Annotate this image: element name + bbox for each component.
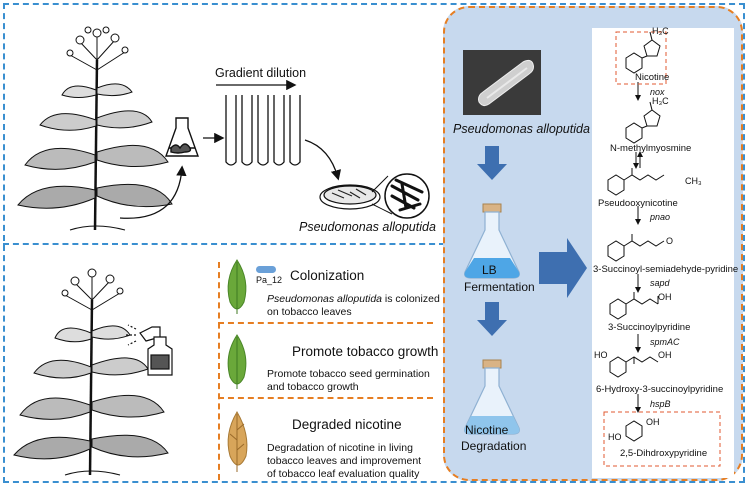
right-arrow	[539, 238, 587, 298]
enzyme-spmac: spmAC	[650, 337, 680, 347]
colonization-title: Colonization	[290, 268, 365, 283]
down-arrow-2	[477, 302, 507, 336]
compound-pseudooxynicotine: Pseudooxynicotine	[598, 198, 678, 209]
green-leaf-icon	[227, 334, 247, 389]
nicotine-flask-label: Nicotine	[465, 423, 509, 437]
isolation-flow	[17, 26, 430, 231]
compound-nicotine: Nicotine	[635, 72, 670, 83]
product-highlight-box	[603, 411, 721, 467]
application-illustration	[13, 268, 173, 476]
acid-oh-label: OH	[658, 292, 672, 302]
myosmine-ch3-label: H₃C	[652, 96, 669, 106]
colonization-organism: Pseudomonas alloputida	[267, 293, 382, 305]
compound-hydroxy-succinoylpyridine: 6-Hydroxy-3-succinoylpyridine	[596, 384, 724, 395]
pyrrolidine-ring	[643, 39, 661, 57]
nicotine-highlight-box	[615, 31, 667, 85]
colonization-desc-line2: on tobacco leaves	[267, 306, 352, 318]
petri-dish-icon	[319, 184, 381, 210]
hydroxy-ho-label: HO	[594, 350, 608, 360]
enzyme-pnao: pnao	[650, 212, 671, 222]
colonization-desc-line1: Pseudomonas alloputida is colonized	[267, 293, 440, 305]
pyridine-ring	[625, 52, 643, 74]
dihydroxy-oh-label: OH	[646, 417, 660, 427]
organism-label-panel: Pseudomonas alloputida	[453, 122, 590, 136]
down-arrow-1	[477, 146, 507, 180]
section-separator	[218, 397, 433, 399]
hydroxy-acid-oh-label: OH	[658, 350, 672, 360]
compound-n-methylmyosmine: N-methylmyosmine	[610, 143, 692, 154]
lb-flask-icon	[464, 203, 520, 279]
lb-label: LB	[482, 263, 497, 277]
sem-micrograph-icon	[463, 50, 541, 115]
magnified-bacteria-icon	[371, 173, 430, 219]
test-tubes-icon	[225, 95, 301, 166]
section-vertical-line	[218, 262, 220, 480]
compound-succinoylpyridine: 3-Succinoylpyridine	[608, 322, 691, 333]
fermentation-caption: Fermentation	[464, 280, 535, 294]
degradation-pathway	[603, 31, 721, 467]
nicotine-ch3-label: H₃C	[652, 26, 669, 36]
spray-bottle-icon	[126, 324, 173, 376]
dihydroxy-ho-label: HO	[608, 432, 622, 442]
colonization-desc-rest: is colonized	[382, 293, 440, 305]
section-separator	[218, 322, 433, 324]
arrow-to-flask	[119, 165, 187, 219]
tobacco-plant-icon	[13, 268, 169, 476]
gradient-dilution-label: Gradient dilution	[215, 66, 307, 80]
degraded-desc-line1: Degradation of nicotine in living	[267, 442, 413, 454]
pseudooxy-ch3-label: CH₃	[685, 176, 702, 186]
flask-icon	[165, 117, 199, 157]
compound-dihydroxypyridine: 2,5-Dihdroxypyridine	[620, 448, 708, 459]
promote-growth-desc-line1: Promote tobacco seed germination	[267, 368, 430, 380]
enzyme-sapd: sapd	[650, 278, 670, 288]
green-leaf-icon	[227, 259, 247, 314]
dry-leaf-icon	[227, 411, 248, 472]
compound-succinoyl-semialdehyde: 3-Succinoyl-semiadehyde-pyridine	[593, 264, 739, 275]
degraded-desc-line2: tobacco leaves and improvement	[267, 455, 422, 467]
process-illustration	[463, 50, 587, 435]
degraded-nicotine-title: Degraded nicotine	[292, 417, 402, 432]
arrow-to-dish	[304, 139, 342, 181]
enzyme-hspb: hspB	[650, 399, 671, 409]
organism-label-top: Pseudomonas alloputida	[299, 220, 436, 234]
pathway-panel	[592, 28, 734, 478]
degradation-caption: Degradation	[461, 439, 527, 453]
promote-growth-desc-line2: and tobacco growth	[267, 381, 359, 393]
left-section-divider	[3, 243, 445, 245]
aldehyde-o-label: O	[666, 236, 674, 246]
enzyme-nox: nox	[650, 87, 665, 97]
nicotine-flask-icon	[464, 359, 520, 435]
degraded-desc-line3: of tobacco leaf evaluation quality	[267, 468, 420, 480]
tobacco-plant-icon	[17, 26, 173, 231]
strain-badge-label: Pa_12	[256, 275, 283, 285]
promote-growth-title: Promote tobacco growth	[292, 344, 439, 359]
bacterium-badge-icon	[256, 266, 276, 273]
